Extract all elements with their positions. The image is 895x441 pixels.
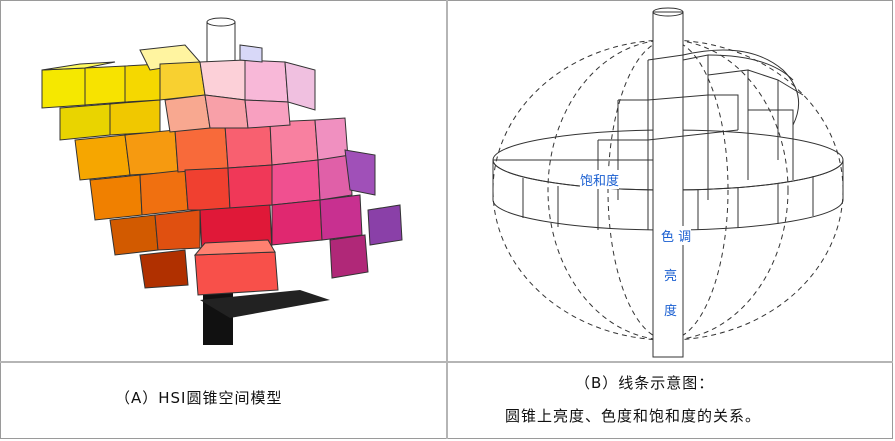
caption-left: （A）HSI圆锥空间模型 [115, 389, 283, 407]
cone-top-pillar [206, 21, 236, 63]
hsi-cone-line-diagram [492, 7, 844, 358]
panel-divider-horizontal [0, 361, 893, 363]
intensity-label-1: 亮 [664, 265, 678, 284]
intensity-axis [652, 11, 684, 358]
hue-label: 色 调 [661, 226, 692, 245]
panel-divider-vertical [446, 0, 448, 439]
saturation-label: 饱和度 [580, 170, 620, 189]
caption-right-line1: （B）线条示意图： [575, 374, 715, 392]
hsi-cone-color-model [41, 17, 403, 345]
caption-right-line2: 圆锥上亮度、色度和饱和度的关系。 [505, 407, 762, 425]
intensity-label-2: 度 [664, 300, 678, 319]
